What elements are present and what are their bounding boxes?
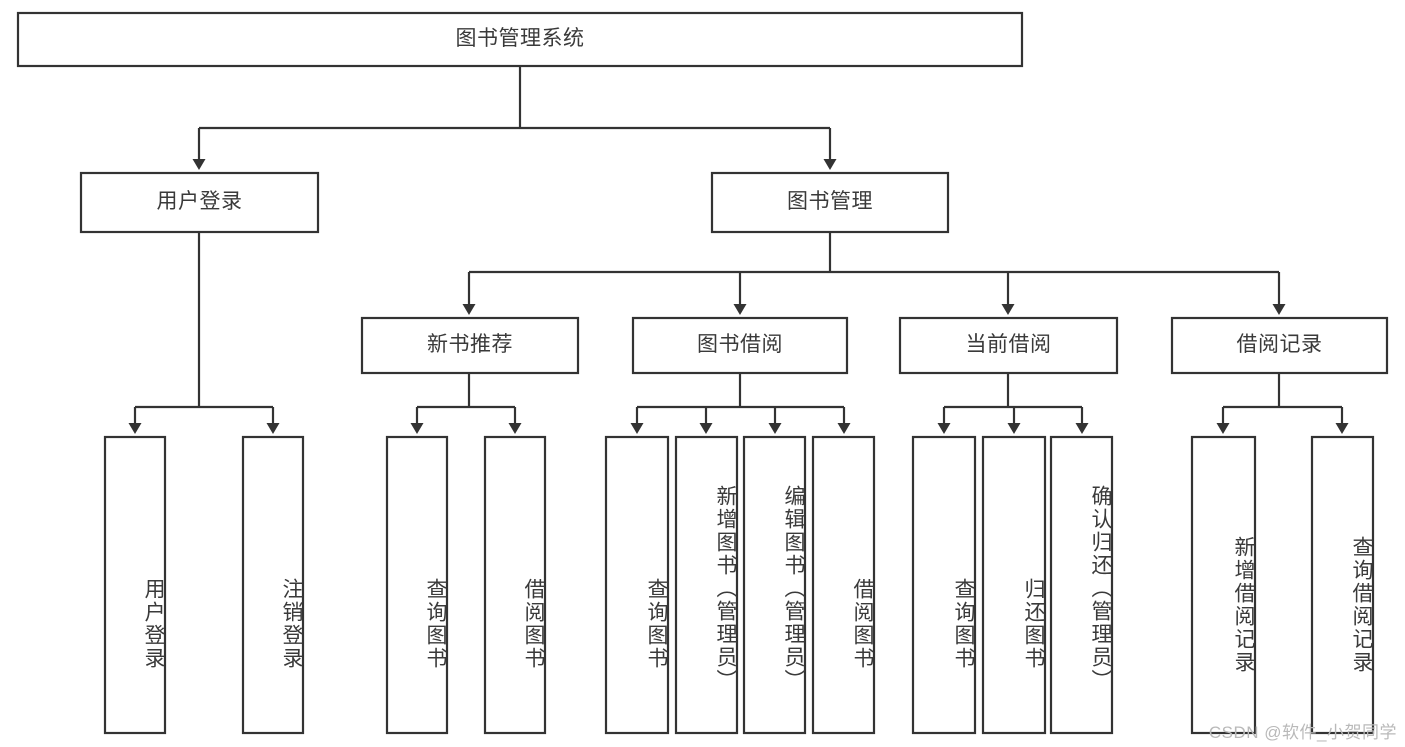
box-leaf-query-borrow-record[interactable]: [1310, 435, 1375, 735]
box-leaf-query-book-2[interactable]: [604, 435, 670, 735]
box-leaf-borrow-book-1[interactable]: [483, 435, 547, 735]
box-book-borrow[interactable]: [631, 316, 849, 375]
box-leaf-query-book-1[interactable]: [385, 435, 449, 735]
box-leaf-confirm-return-admin[interactable]: [1049, 435, 1114, 735]
box-leaf-return-book[interactable]: [981, 435, 1047, 735]
box-book-management[interactable]: [710, 171, 950, 234]
box-leaf-add-book-admin[interactable]: [674, 435, 739, 735]
box-current-borrow[interactable]: [898, 316, 1119, 375]
box-root-system[interactable]: [16, 11, 1024, 68]
box-leaf-logout[interactable]: [241, 435, 305, 735]
box-borrow-record[interactable]: [1170, 316, 1389, 375]
box-leaf-user-login[interactable]: [103, 435, 167, 735]
box-leaf-edit-book-admin[interactable]: [742, 435, 807, 735]
box-user-login[interactable]: [79, 171, 320, 234]
box-leaf-query-book-3[interactable]: [911, 435, 977, 735]
csdn-watermark: CSDN @软件_小贺同学: [1208, 723, 1397, 742]
box-leaf-add-borrow-record[interactable]: [1190, 435, 1257, 735]
box-leaf-borrow-book-2[interactable]: [811, 435, 876, 735]
box-new-book-recommend[interactable]: [360, 316, 580, 375]
